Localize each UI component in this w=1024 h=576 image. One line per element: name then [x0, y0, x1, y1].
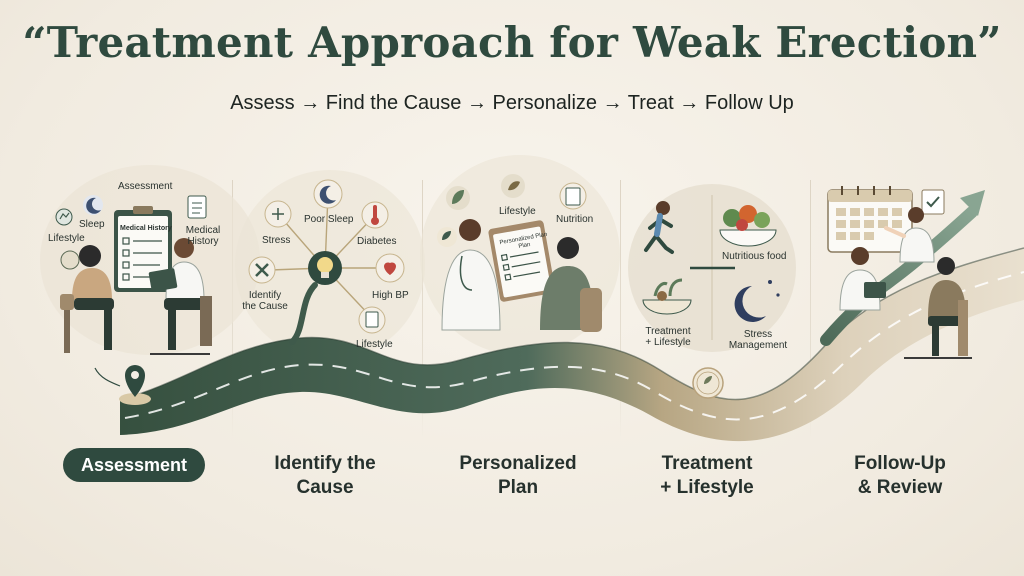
- assessment-scene: [55, 195, 212, 355]
- map-pin-icon: [119, 365, 151, 405]
- treatment-scene: [642, 195, 780, 399]
- label-identify-2: the Cause: [242, 301, 288, 312]
- label-treat-2: + Lifestyle: [645, 337, 691, 348]
- label-stress-management: Stress Management: [725, 329, 791, 351]
- label-diabetes: Diabetes: [357, 236, 397, 247]
- label-plan-lifestyle: Lifestyle: [499, 206, 536, 217]
- step-plan-line2: Plan: [497, 477, 539, 498]
- label-sleep: Sleep: [79, 219, 105, 230]
- label-lifestyle-cause: Lifestyle: [356, 339, 393, 350]
- step-identify-line1: Identify the: [274, 453, 376, 474]
- label-identify-1: Identify: [248, 290, 282, 301]
- step-followup-review: Follow-Up & Review: [815, 452, 985, 500]
- plan-scene: [437, 174, 602, 332]
- step-treatment-line1: Treatment: [661, 453, 753, 474]
- label-history: History: [187, 236, 219, 247]
- label-stress: Stress: [262, 235, 291, 246]
- label-stress-1: Stress: [743, 329, 773, 340]
- step-followup-line1: Follow-Up: [854, 453, 946, 474]
- label-high-bp: High BP: [372, 290, 409, 301]
- followup-scene: [820, 186, 985, 359]
- step-identify-line2: Cause: [296, 477, 354, 498]
- divider-2: [422, 180, 423, 440]
- step-treatment-lifestyle: Treatment + Lifestyle: [622, 452, 792, 500]
- label-poor-sleep: Poor Sleep: [304, 214, 354, 225]
- plan-clipboard-title-2: Plan: [518, 241, 531, 250]
- label-assessment: Assessment: [118, 181, 173, 192]
- label-medical: Medical: [185, 225, 221, 236]
- divider-4: [810, 180, 811, 440]
- clipboard-title: Medical History: [120, 225, 172, 232]
- step-identify-cause: Identify the Cause: [240, 452, 410, 500]
- step-followup-line2: & Review: [857, 477, 943, 498]
- label-medical-history: Medical History: [180, 225, 226, 247]
- step-personalized-plan: Personalized Plan: [433, 452, 603, 500]
- label-treatment-lifestyle: Treatment + Lifestyle: [637, 326, 699, 348]
- cause-scene: [248, 179, 405, 334]
- label-treat-1: Treatment: [645, 326, 691, 337]
- step-treatment-line2: + Lifestyle: [660, 477, 754, 498]
- label-nutritious-food: Nutritious food: [722, 251, 787, 262]
- process-subtitle: Assess → Find the Cause → Personalize → …: [230, 92, 794, 114]
- label-plan-nutrition: Nutrition: [556, 214, 594, 225]
- step-plan-line1: Personalized: [459, 453, 577, 474]
- label-lifestyle: Lifestyle: [48, 233, 85, 244]
- step-assessment-pill: Assessment: [63, 448, 205, 482]
- label-stress-2: Management: [728, 340, 788, 351]
- divider-3: [620, 180, 621, 440]
- label-identify-cause: Identify the Cause: [240, 290, 290, 312]
- page-title: “Treatment Approach for Weak Erection”: [22, 18, 1002, 67]
